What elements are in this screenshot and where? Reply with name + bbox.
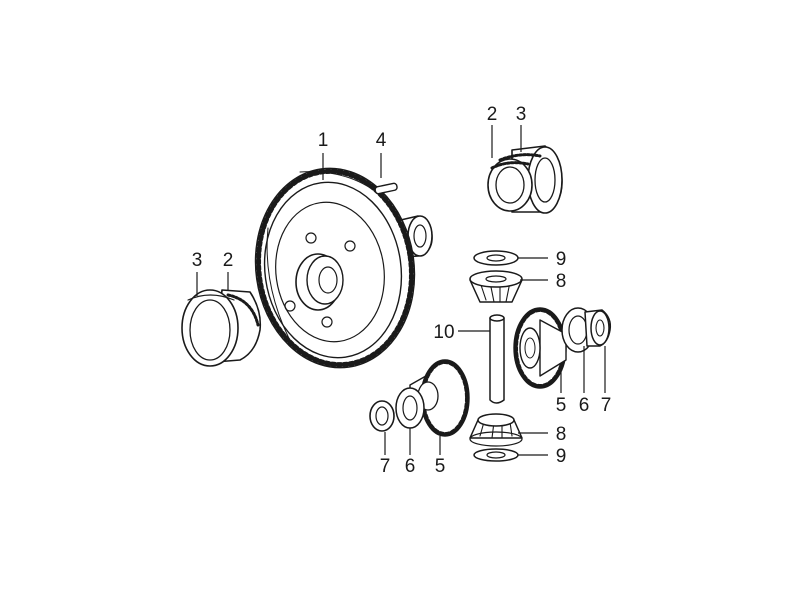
washer-left: [395, 387, 425, 429]
side-gear-left: [409, 359, 470, 437]
callout-pinion-gear-bottom: 8: [556, 424, 567, 445]
callout-labels: 1 4 2 3 3 2 9 8 10 5 6 7 7 6 5 8 9: [192, 104, 612, 477]
callout-thrust-washer-bottom: 9: [556, 446, 567, 467]
bearing-left: [181, 289, 262, 367]
callout-bearing-left-inner: 2: [223, 250, 234, 271]
leader-lines: [196, 125, 606, 456]
pin: [374, 182, 398, 195]
pinion-gear-top: [469, 270, 523, 303]
thrust-washer-top: [473, 250, 519, 266]
callout-shaft: 10: [433, 322, 454, 343]
thrust-washer-bottom: [473, 448, 519, 462]
cross-shaft: [489, 314, 505, 404]
callout-main-gear: 1: [318, 130, 329, 151]
bearing-right: [487, 145, 563, 214]
pinion-gear-bottom: [469, 413, 523, 447]
bushing-left: [369, 400, 395, 432]
callout-bushing-left: 7: [380, 456, 391, 477]
bushing-right: [584, 309, 612, 347]
callout-washer-left: 6: [405, 456, 416, 477]
callout-side-gear-right: 5: [556, 395, 567, 416]
callout-bearing-right-inner: 2: [487, 104, 498, 125]
main-ring-gear: [254, 167, 433, 369]
callout-bushing-right: 7: [601, 395, 612, 416]
callout-bearing-right-outer: 3: [516, 104, 527, 125]
callout-pinion-gear-top: 8: [556, 271, 567, 292]
side-gear-right: [513, 307, 567, 389]
callout-pin: 4: [376, 130, 387, 151]
callout-bearing-left-outer: 3: [192, 250, 203, 271]
callout-washer-right: 6: [579, 395, 590, 416]
callout-thrust-washer-top: 9: [556, 249, 567, 270]
callout-side-gear-left: 5: [435, 456, 446, 477]
